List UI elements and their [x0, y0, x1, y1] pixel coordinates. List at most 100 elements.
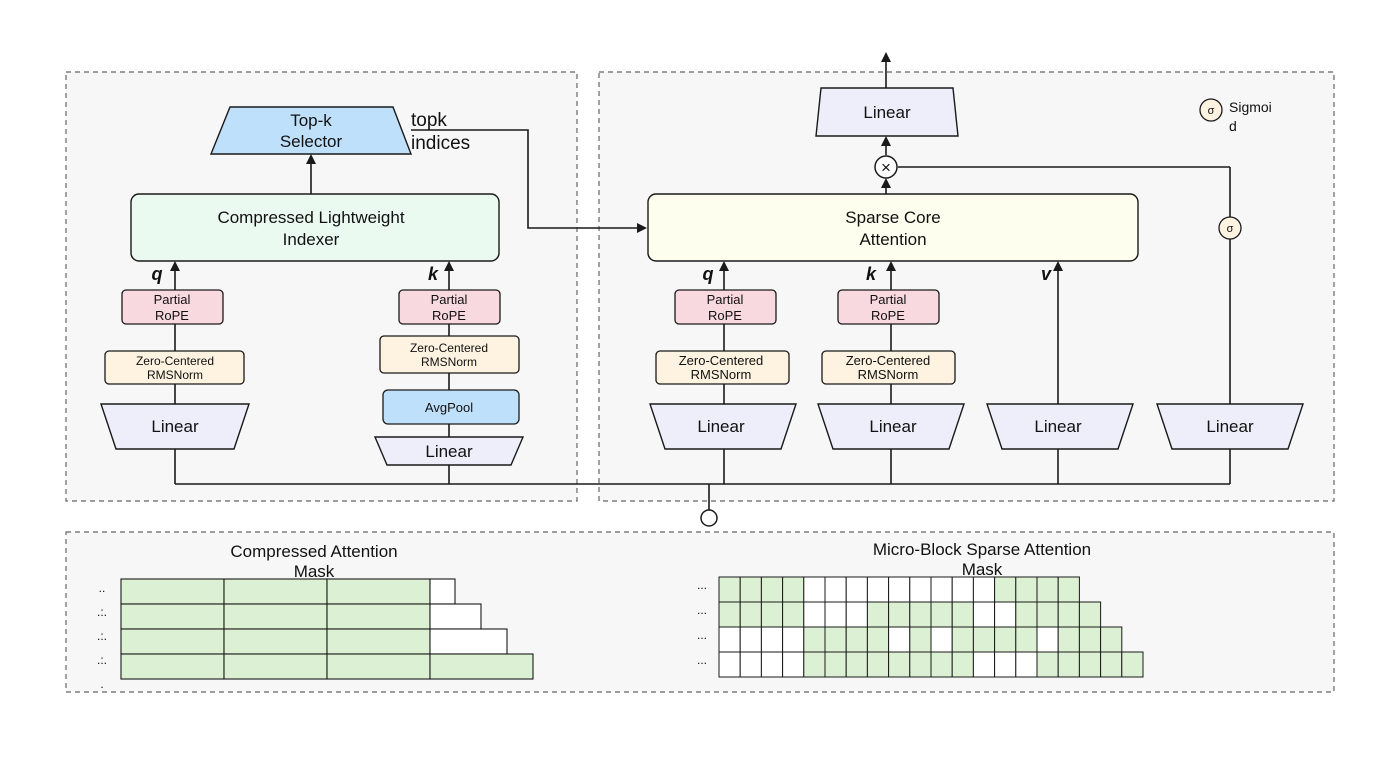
multiply-symbol: × — [881, 158, 891, 177]
microblock-cell — [994, 651, 1017, 678]
attention-k-rope-line-1: Partial — [870, 292, 907, 307]
attention-v-linear-label: Linear — [1034, 417, 1082, 436]
microblock-cell — [739, 626, 762, 653]
microblock-cell — [760, 651, 784, 678]
topk-label-line-2: indices — [411, 133, 470, 154]
avgpool-label: AvgPool — [425, 400, 473, 415]
microblock-cell — [930, 601, 953, 628]
microblock-cell — [994, 626, 1017, 653]
microblock-cell — [1078, 626, 1102, 653]
microblock-cell — [1036, 601, 1059, 628]
compressed-mask-row-dots: ...:..:..:.. — [97, 581, 107, 691]
indexer-k-rmsnorm: Zero-Centered RMSNorm — [379, 335, 520, 374]
microblock-row-dots: ... — [697, 653, 707, 667]
microblock-cell — [845, 601, 868, 628]
compressed-mask-block — [120, 628, 225, 655]
indexer-q-linear-label: Linear — [151, 417, 199, 436]
attention-q-rmsnorm: Zero-Centered RMSNorm — [655, 350, 790, 385]
microblock-cell — [1057, 576, 1080, 603]
compressed-row-dots: .:. — [97, 629, 107, 643]
connectors — [170, 52, 1231, 510]
indexer-q-rope-line-1: Partial — [154, 292, 191, 307]
attention-q-norm-line-2: RMSNorm — [691, 367, 752, 382]
microblock-cell — [1015, 576, 1038, 603]
microblock-mask-grid — [718, 576, 1144, 678]
indexer-k-linear: Linear — [373, 436, 525, 466]
selector-line-1: Top-k — [290, 111, 332, 130]
attention-k-norm-line-1: Zero-Centered — [846, 353, 931, 368]
legend-line-1: Sigmoi — [1229, 99, 1272, 115]
input-node — [700, 509, 718, 527]
microblock-cell — [1015, 601, 1038, 628]
microblock-cell — [824, 626, 847, 653]
microblock-cell — [866, 601, 890, 628]
attention-k-rmsnorm: Zero-Centered RMSNorm — [821, 350, 956, 385]
microblock-cell — [718, 626, 741, 653]
compressed-mask-block — [326, 578, 431, 605]
indexer-k-rope-line-1: Partial — [431, 292, 468, 307]
microblock-cell — [782, 626, 805, 653]
microblock-cell — [845, 651, 868, 678]
compressed-mask-block — [223, 578, 328, 605]
microblock-cell — [994, 601, 1017, 628]
attention-q-linear: Linear — [649, 403, 797, 450]
attention-k-rope-line-2: RoPE — [871, 308, 905, 323]
microblock-cell — [972, 601, 996, 628]
microblock-cell — [951, 576, 974, 603]
lightweight-indexer: Compressed Lightweight Indexer — [130, 193, 500, 262]
indexer-q-norm-line-1: Zero-Centered — [136, 354, 214, 368]
gate-linear-label: Linear — [1206, 417, 1254, 436]
indexer-q-rope-line-2: RoPE — [155, 308, 189, 323]
attention-q-rope-line-1: Partial — [707, 292, 744, 307]
compressed-mask-block — [223, 628, 328, 655]
microblock-cell — [866, 626, 890, 653]
attention-v-linear: Linear — [986, 403, 1134, 450]
microblock-cell — [866, 651, 890, 678]
indexer-k-rope-line-2: RoPE — [432, 308, 466, 323]
microblock-cell — [782, 601, 805, 628]
indexer-line-2: Indexer — [283, 230, 340, 249]
microblock-cell — [718, 576, 741, 603]
microblock-row-dots: ... — [697, 603, 707, 617]
microblock-cell — [994, 576, 1017, 603]
microblock-cell — [888, 576, 911, 603]
indexer-q-linear: Linear — [100, 403, 250, 450]
topk-selector: Top-k Selector — [209, 106, 413, 155]
gate-sigmoid: σ — [1218, 216, 1242, 240]
microblock-cell — [718, 651, 741, 678]
microblock-cell — [739, 651, 762, 678]
microblock-cell — [1078, 651, 1102, 678]
microblock-cell — [824, 601, 847, 628]
compressed-row-dots: .:. — [97, 605, 107, 619]
compressed-mask-block — [326, 603, 431, 630]
microblock-row-dots: ... — [697, 628, 707, 642]
multiply-node: × — [874, 155, 898, 179]
attention-k-label: k — [866, 264, 877, 284]
compressed-mask-tail — [429, 628, 508, 655]
attention-k-rope: Partial RoPE — [837, 289, 940, 325]
microblock-cell — [803, 576, 826, 603]
microblock-cell — [1015, 626, 1038, 653]
microblock-cell — [824, 651, 847, 678]
attention-v-label: v — [1041, 264, 1052, 284]
microblock-cell — [1100, 651, 1123, 678]
compressed-row-dots: . — [100, 677, 103, 691]
microblock-row-dots: ... — [697, 578, 707, 592]
indexer-q-rmsnorm: Zero-Centered RMSNorm — [104, 350, 245, 385]
microblock-cell — [1036, 576, 1059, 603]
attention-q-linear-label: Linear — [697, 417, 745, 436]
output-linear: Linear — [815, 87, 959, 137]
microblock-cell — [824, 576, 847, 603]
selector-line-2: Selector — [280, 132, 343, 151]
microblock-cell — [739, 576, 762, 603]
microblock-cell — [803, 626, 826, 653]
compressed-mask-block — [223, 603, 328, 630]
attention-k-linear-label: Linear — [869, 417, 917, 436]
microblock-cell — [1057, 651, 1080, 678]
gate-sigmoid-symbol: σ — [1227, 223, 1234, 235]
legend-line-2: d — [1229, 118, 1237, 134]
microblock-cell — [951, 651, 974, 678]
legend-sigmoid-symbol: σ — [1208, 105, 1215, 117]
compressed-mask-tail — [429, 603, 482, 630]
microblock-cell — [972, 576, 996, 603]
